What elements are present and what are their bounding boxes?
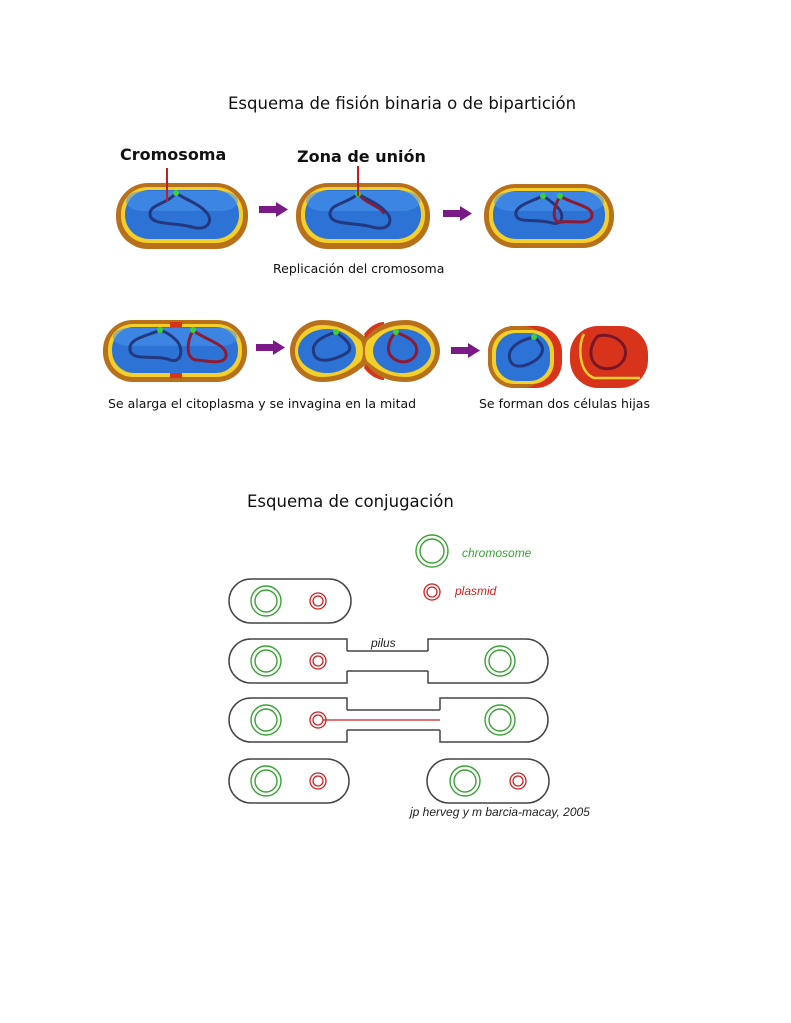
conjugation-donor-cell-final bbox=[228, 758, 350, 804]
conjugation-recipient-cell-final bbox=[426, 758, 550, 804]
credit: jp herveg y m barcia-macay, 2005 bbox=[410, 805, 590, 819]
legend-plasmid-label: plasmid bbox=[455, 584, 497, 598]
legend-chromosome-symbol bbox=[415, 534, 449, 568]
pilus-label: pilus bbox=[371, 636, 396, 650]
arrow-1 bbox=[259, 202, 288, 217]
bacterium-cell-dividing bbox=[290, 320, 440, 382]
label-chromosome: Cromosoma bbox=[120, 145, 227, 164]
daughter-cell-blue bbox=[488, 326, 562, 388]
conjugation-donor-cell-1 bbox=[228, 578, 352, 624]
daughter-cell-red bbox=[570, 326, 648, 388]
legend-plasmid-symbol bbox=[423, 583, 441, 601]
label-junction-zone: Zona de unión bbox=[297, 147, 426, 166]
bacterium-cell-1 bbox=[116, 183, 248, 249]
conjugation-title: Esquema de conjugación bbox=[247, 492, 454, 511]
conjugation-pair-transfer bbox=[228, 697, 549, 743]
conjugation-pair-pilus bbox=[228, 638, 549, 684]
legend-chromosome-label: chromosome bbox=[462, 546, 532, 560]
caption-elongation: Se alarga el citoplasma y se invagina en… bbox=[108, 396, 417, 411]
caption-daughters: Se forman dos células hijas bbox=[479, 396, 650, 411]
fission-title: Esquema de fisión binaria o de bipartici… bbox=[228, 94, 577, 113]
arrow-4 bbox=[451, 343, 480, 358]
caption-replication: Replicación del cromosoma bbox=[273, 261, 445, 276]
arrow-3 bbox=[256, 340, 285, 355]
arrow-2 bbox=[443, 206, 472, 221]
bacterium-cell-3 bbox=[484, 184, 614, 248]
bacterium-cell-elongated bbox=[103, 320, 247, 382]
bacterium-cell-2 bbox=[296, 183, 430, 249]
